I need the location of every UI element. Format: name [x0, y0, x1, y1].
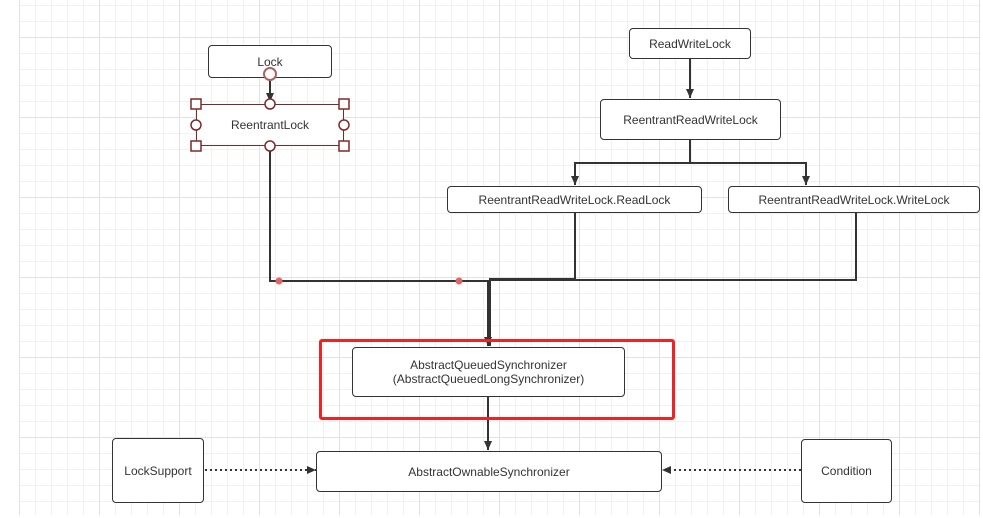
node-reentrant-read-write-lock[interactable]: ReentrantReadWriteLock	[600, 99, 781, 140]
edge-endpoint-handle[interactable]	[263, 67, 277, 81]
node-condition[interactable]: Condition	[801, 439, 892, 503]
resize-handle-bottom-right[interactable]	[338, 140, 350, 152]
edge-reentrantreadwritelock-to-writelock[interactable]	[690, 162, 810, 185]
highlight-box-aqs	[319, 339, 675, 420]
canvas-left-margin	[0, 0, 19, 518]
edge-waypoint-handle[interactable]	[455, 277, 463, 285]
resize-handle-bottom-left[interactable]	[190, 140, 202, 152]
connection-point-top[interactable]	[264, 98, 276, 110]
node-aqs[interactable]: AbstractQueuedSynchronizer (AbstractQueu…	[352, 347, 625, 397]
resize-handle-top-right[interactable]	[338, 98, 350, 110]
connection-point-right[interactable]	[338, 119, 350, 131]
node-aos[interactable]: AbstractOwnableSynchronizer	[316, 451, 662, 492]
connection-point-left[interactable]	[190, 119, 202, 131]
node-lock-support[interactable]: LockSupport	[112, 438, 204, 503]
edge-reentrantreadwritelock-to-readlock[interactable]	[571, 140, 691, 185]
canvas-bottom-margin	[0, 515, 983, 518]
resize-handle-top-left[interactable]	[190, 98, 202, 110]
node-read-write-lock[interactable]: ReadWriteLock	[629, 28, 751, 59]
edge-writelock-to-aqs[interactable]	[490, 212, 857, 281]
edge-reentrantlock-to-aqs[interactable]	[269, 146, 492, 346]
canvas-right-margin	[980, 0, 983, 518]
node-read-lock[interactable]: ReentrantReadWriteLock.ReadLock	[447, 186, 702, 213]
node-write-lock[interactable]: ReentrantReadWriteLock.WriteLock	[728, 186, 980, 213]
connection-point-bottom[interactable]	[264, 140, 276, 152]
edge-waypoint-handle[interactable]	[275, 277, 283, 285]
